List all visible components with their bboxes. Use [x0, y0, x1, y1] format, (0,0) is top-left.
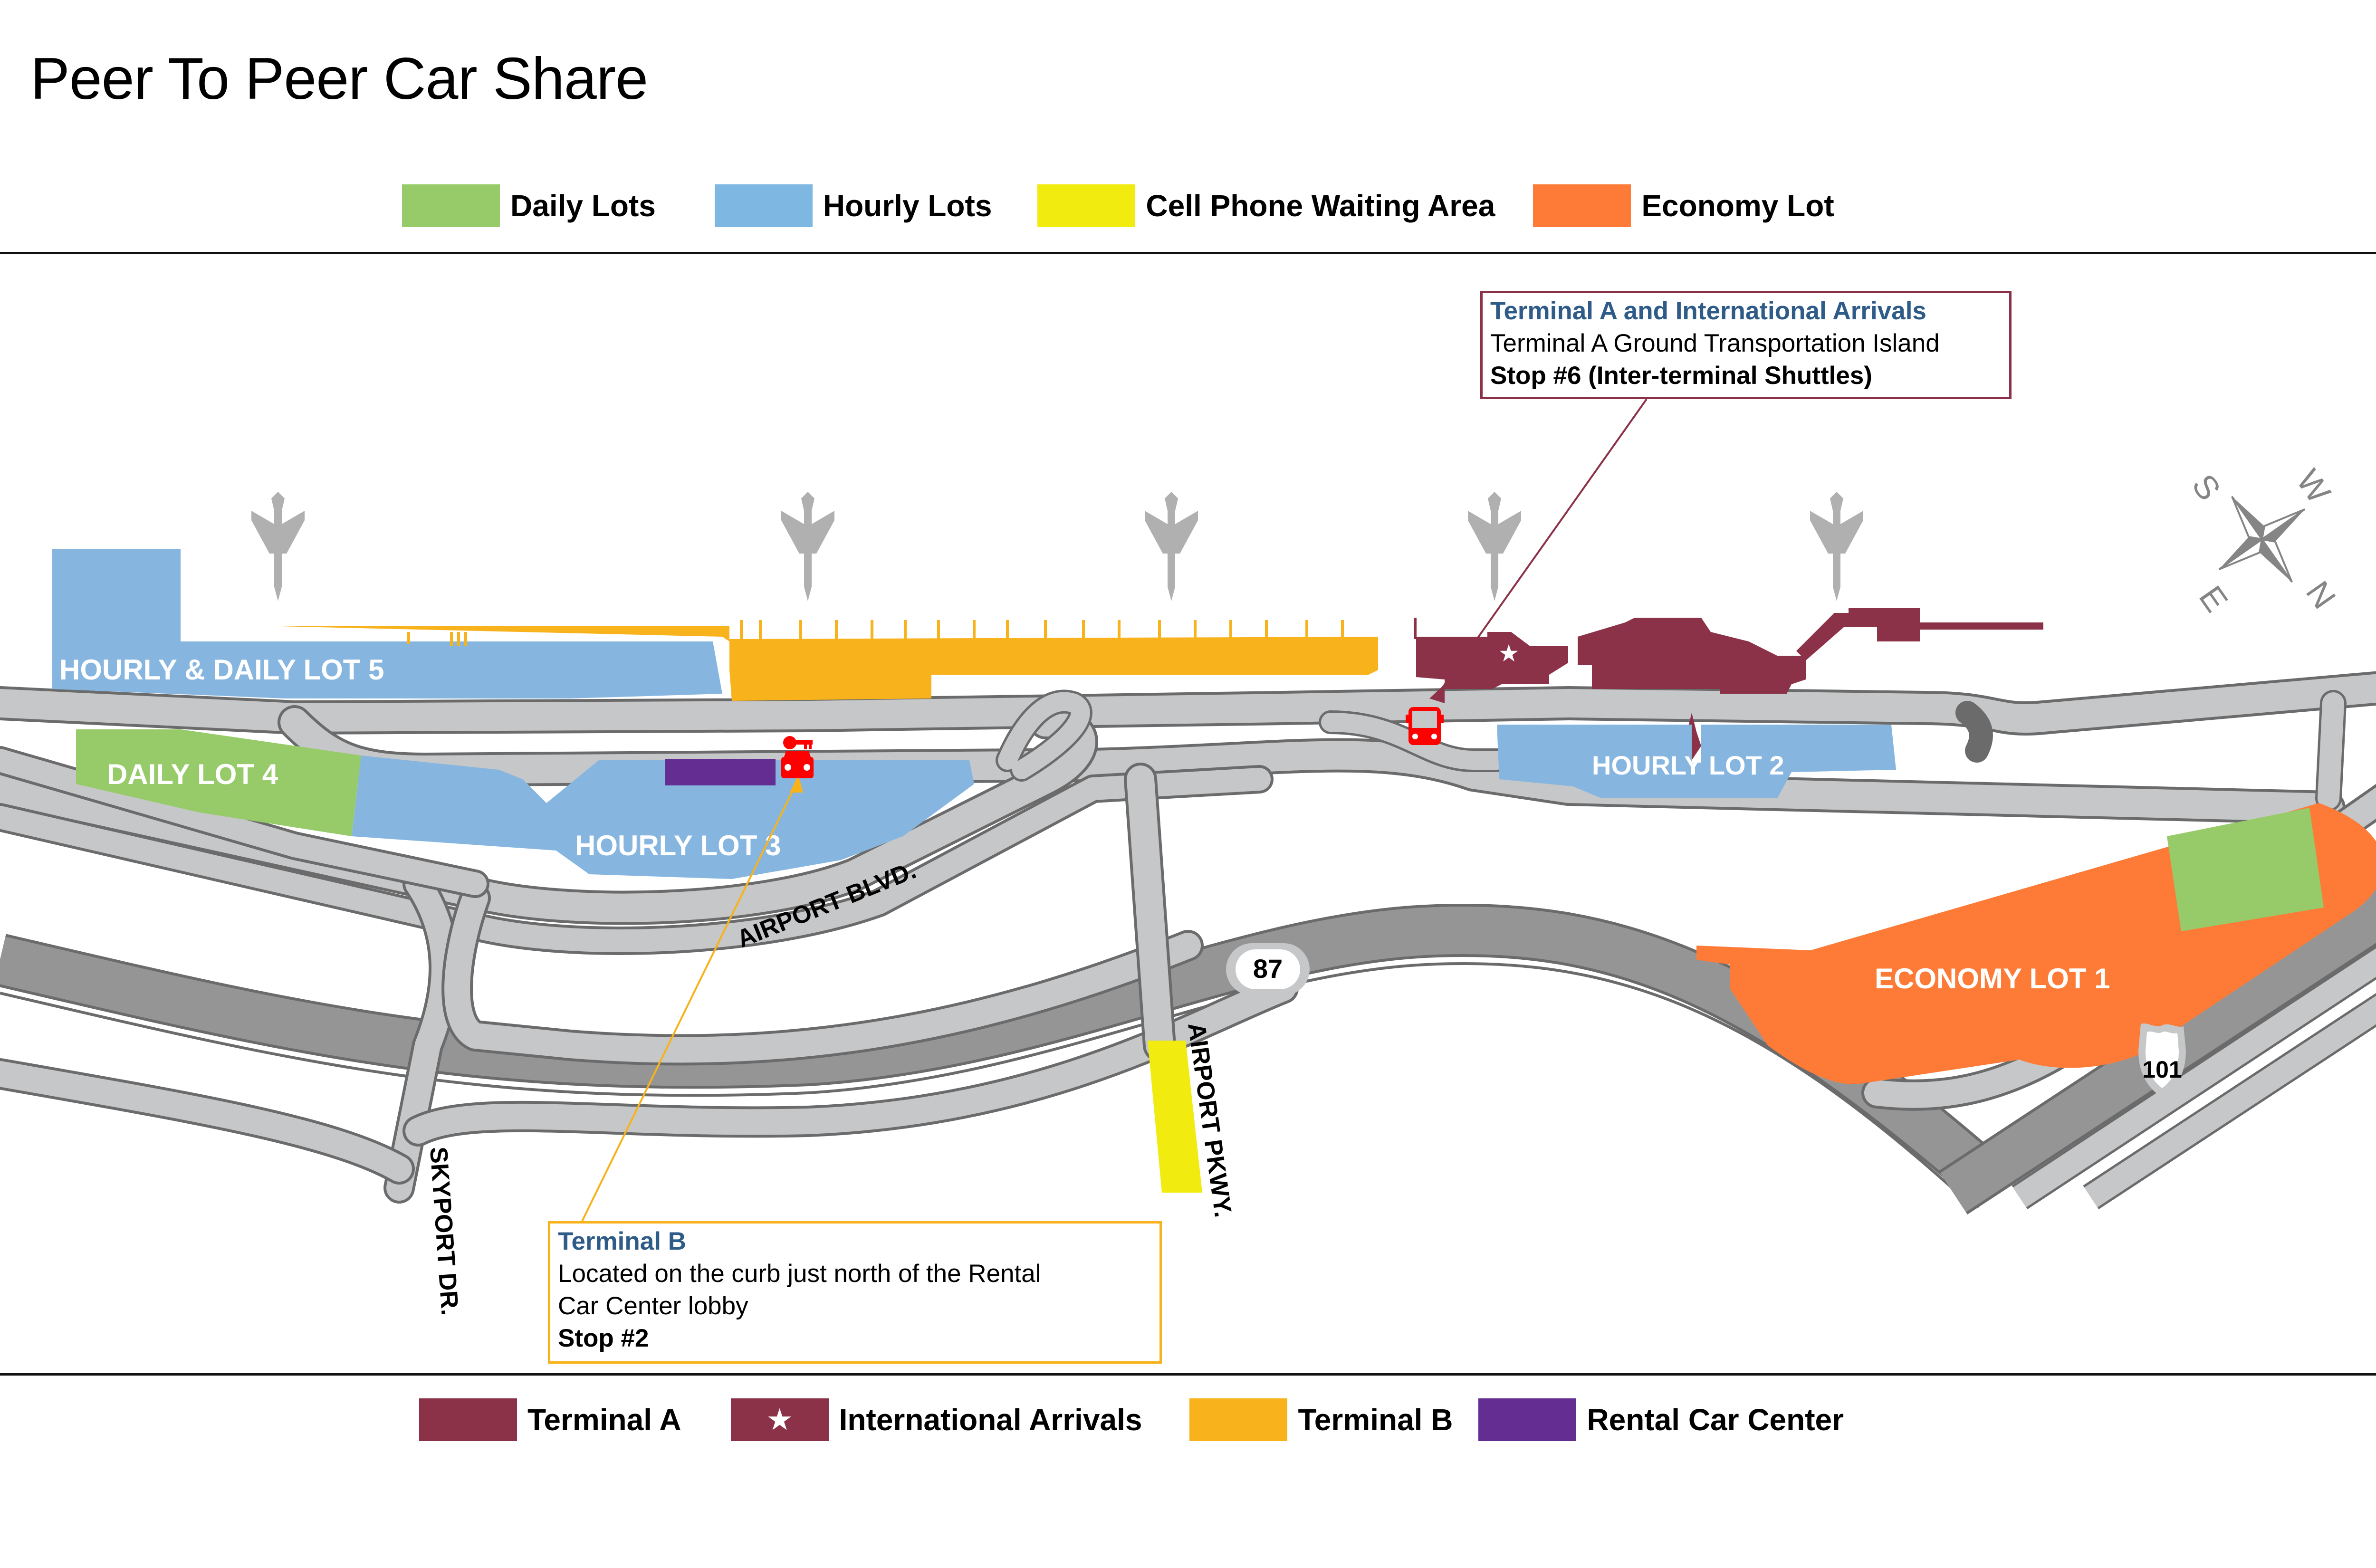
legend-label: Daily Lots [510, 189, 656, 223]
terminal-a-callout-location: Terminal A Ground Transportation Island [1490, 329, 1940, 357]
legend-facilities: Terminal A ★ International Arrivals Term… [419, 1398, 1844, 1441]
terminal-a: ★ [1414, 608, 2043, 760]
hourly-lots-swatch [714, 184, 813, 227]
skyport-dr-label: SKYPORT DR. [424, 1146, 464, 1317]
cell-phone-waiting-area [1148, 1041, 1202, 1193]
terminal-b [280, 620, 1378, 701]
terminal-a-leader-line [1439, 398, 1648, 692]
highway-101 [1938, 883, 2376, 1214]
terminal-a-arrow [1429, 684, 1445, 703]
highway-87-label: 87 [1253, 954, 1283, 984]
lot-2-label: HOURLY LOT 2 [1592, 750, 1784, 780]
terminal-b-swatch [1189, 1398, 1288, 1441]
terminal-a-callout: Terminal A and International Arrivals Te… [1480, 291, 2012, 399]
daily-lots-swatch [402, 184, 500, 227]
lot-3-label: HOURLY LOT 3 [575, 830, 781, 861]
legend-item-terminal-b: Terminal B [1189, 1398, 1453, 1441]
terminal-b-callout-location-2: Car Center lobby [558, 1292, 748, 1320]
legend-label: Economy Lot [1641, 189, 1834, 223]
hourly-daily-lot-5 [52, 549, 722, 698]
road-network [0, 671, 2376, 1204]
terminal-a-swatch [419, 1398, 517, 1441]
highway-101-shield: 101 [2138, 1023, 2186, 1098]
airplane-icon [1810, 492, 1863, 601]
legend-item-international-arrivals: ★ International Arrivals [730, 1398, 1142, 1441]
legend-item-cell-phone-area: Cell Phone Waiting Area [1037, 184, 1495, 227]
legend-item-rental-car-center: Rental Car Center [1478, 1398, 1844, 1441]
bottom-divider [0, 1373, 2376, 1376]
hourly-lot-2 [1497, 725, 1896, 798]
terminal-a-callout-stop: Stop #6 (Inter-terminal Shuttles) [1490, 362, 1872, 390]
lot-5-label: HOURLY & DAILY LOT 5 [59, 654, 384, 686]
star-icon: ★ [1498, 640, 1520, 667]
terminal-b-callout-stop: Stop #2 [558, 1324, 649, 1352]
star-icon: ★ [767, 1405, 792, 1434]
airplane-icon [781, 492, 834, 601]
legend-label: Cell Phone Waiting Area [1146, 189, 1495, 223]
bus-icon[interactable] [1406, 707, 1444, 745]
compass-n: N [2299, 574, 2343, 615]
legend-item-economy-lot: Economy Lot [1533, 184, 1834, 227]
legend-label: Hourly Lots [823, 189, 992, 223]
legend-label: Terminal A [527, 1403, 681, 1437]
legend-item-terminal-a: Terminal A [419, 1398, 681, 1441]
rental-car-center-swatch [1478, 1398, 1577, 1441]
terminal-b-callout: Terminal B Located on the curb just nort… [548, 1221, 1162, 1364]
terminal-b-callout-heading: Terminal B [558, 1227, 686, 1255]
international-arrivals-swatch: ★ [730, 1398, 829, 1441]
compass-rose-icon [2218, 496, 2306, 583]
highway-87 [0, 903, 2013, 1208]
rental-car-center [665, 759, 776, 785]
terminal-b-leader-line [581, 779, 799, 1222]
terminal-a-callout-heading: Terminal A and International Arrivals [1490, 297, 1926, 325]
compass-w: W [2290, 463, 2338, 510]
highway-87-shield: 87 [1226, 943, 1310, 995]
airplane-icon [1468, 492, 1521, 601]
highway-101-label: 101 [2142, 1056, 2182, 1083]
top-divider [0, 252, 2376, 254]
legend-label: Rental Car Center [1587, 1403, 1844, 1437]
economy-daily-area [2167, 808, 2324, 931]
lot-4-label: DAILY LOT 4 [107, 758, 278, 790]
compass-e: E [2192, 579, 2235, 619]
terminal-b-callout-location-1: Located on the curb just north of the Re… [558, 1260, 1041, 1288]
compass-s: S [2185, 468, 2228, 507]
economy-lot-1 [1696, 803, 2376, 1084]
hourly-lot-3 [352, 755, 974, 879]
legend-item-hourly-lots: Hourly Lots [714, 184, 992, 227]
page-title: Peer To Peer Car Share [30, 46, 648, 112]
airplane-icon [1145, 492, 1198, 601]
daily-lot-4 [76, 729, 361, 836]
cell-phone-swatch [1037, 184, 1136, 227]
legend-label: International Arrivals [839, 1403, 1142, 1437]
lot-1-label: ECONOMY LOT 1 [1875, 963, 2110, 994]
terminal-b-arrow [790, 774, 803, 793]
airplane-icon [251, 492, 305, 601]
economy-lot-swatch [1533, 184, 1631, 227]
car-key-icon[interactable] [781, 736, 814, 778]
legend-parking: Daily Lots Hourly Lots Cell Phone Waitin… [402, 184, 1834, 227]
legend-label: Terminal B [1298, 1403, 1453, 1437]
legend-item-daily-lots: Daily Lots [402, 184, 656, 227]
